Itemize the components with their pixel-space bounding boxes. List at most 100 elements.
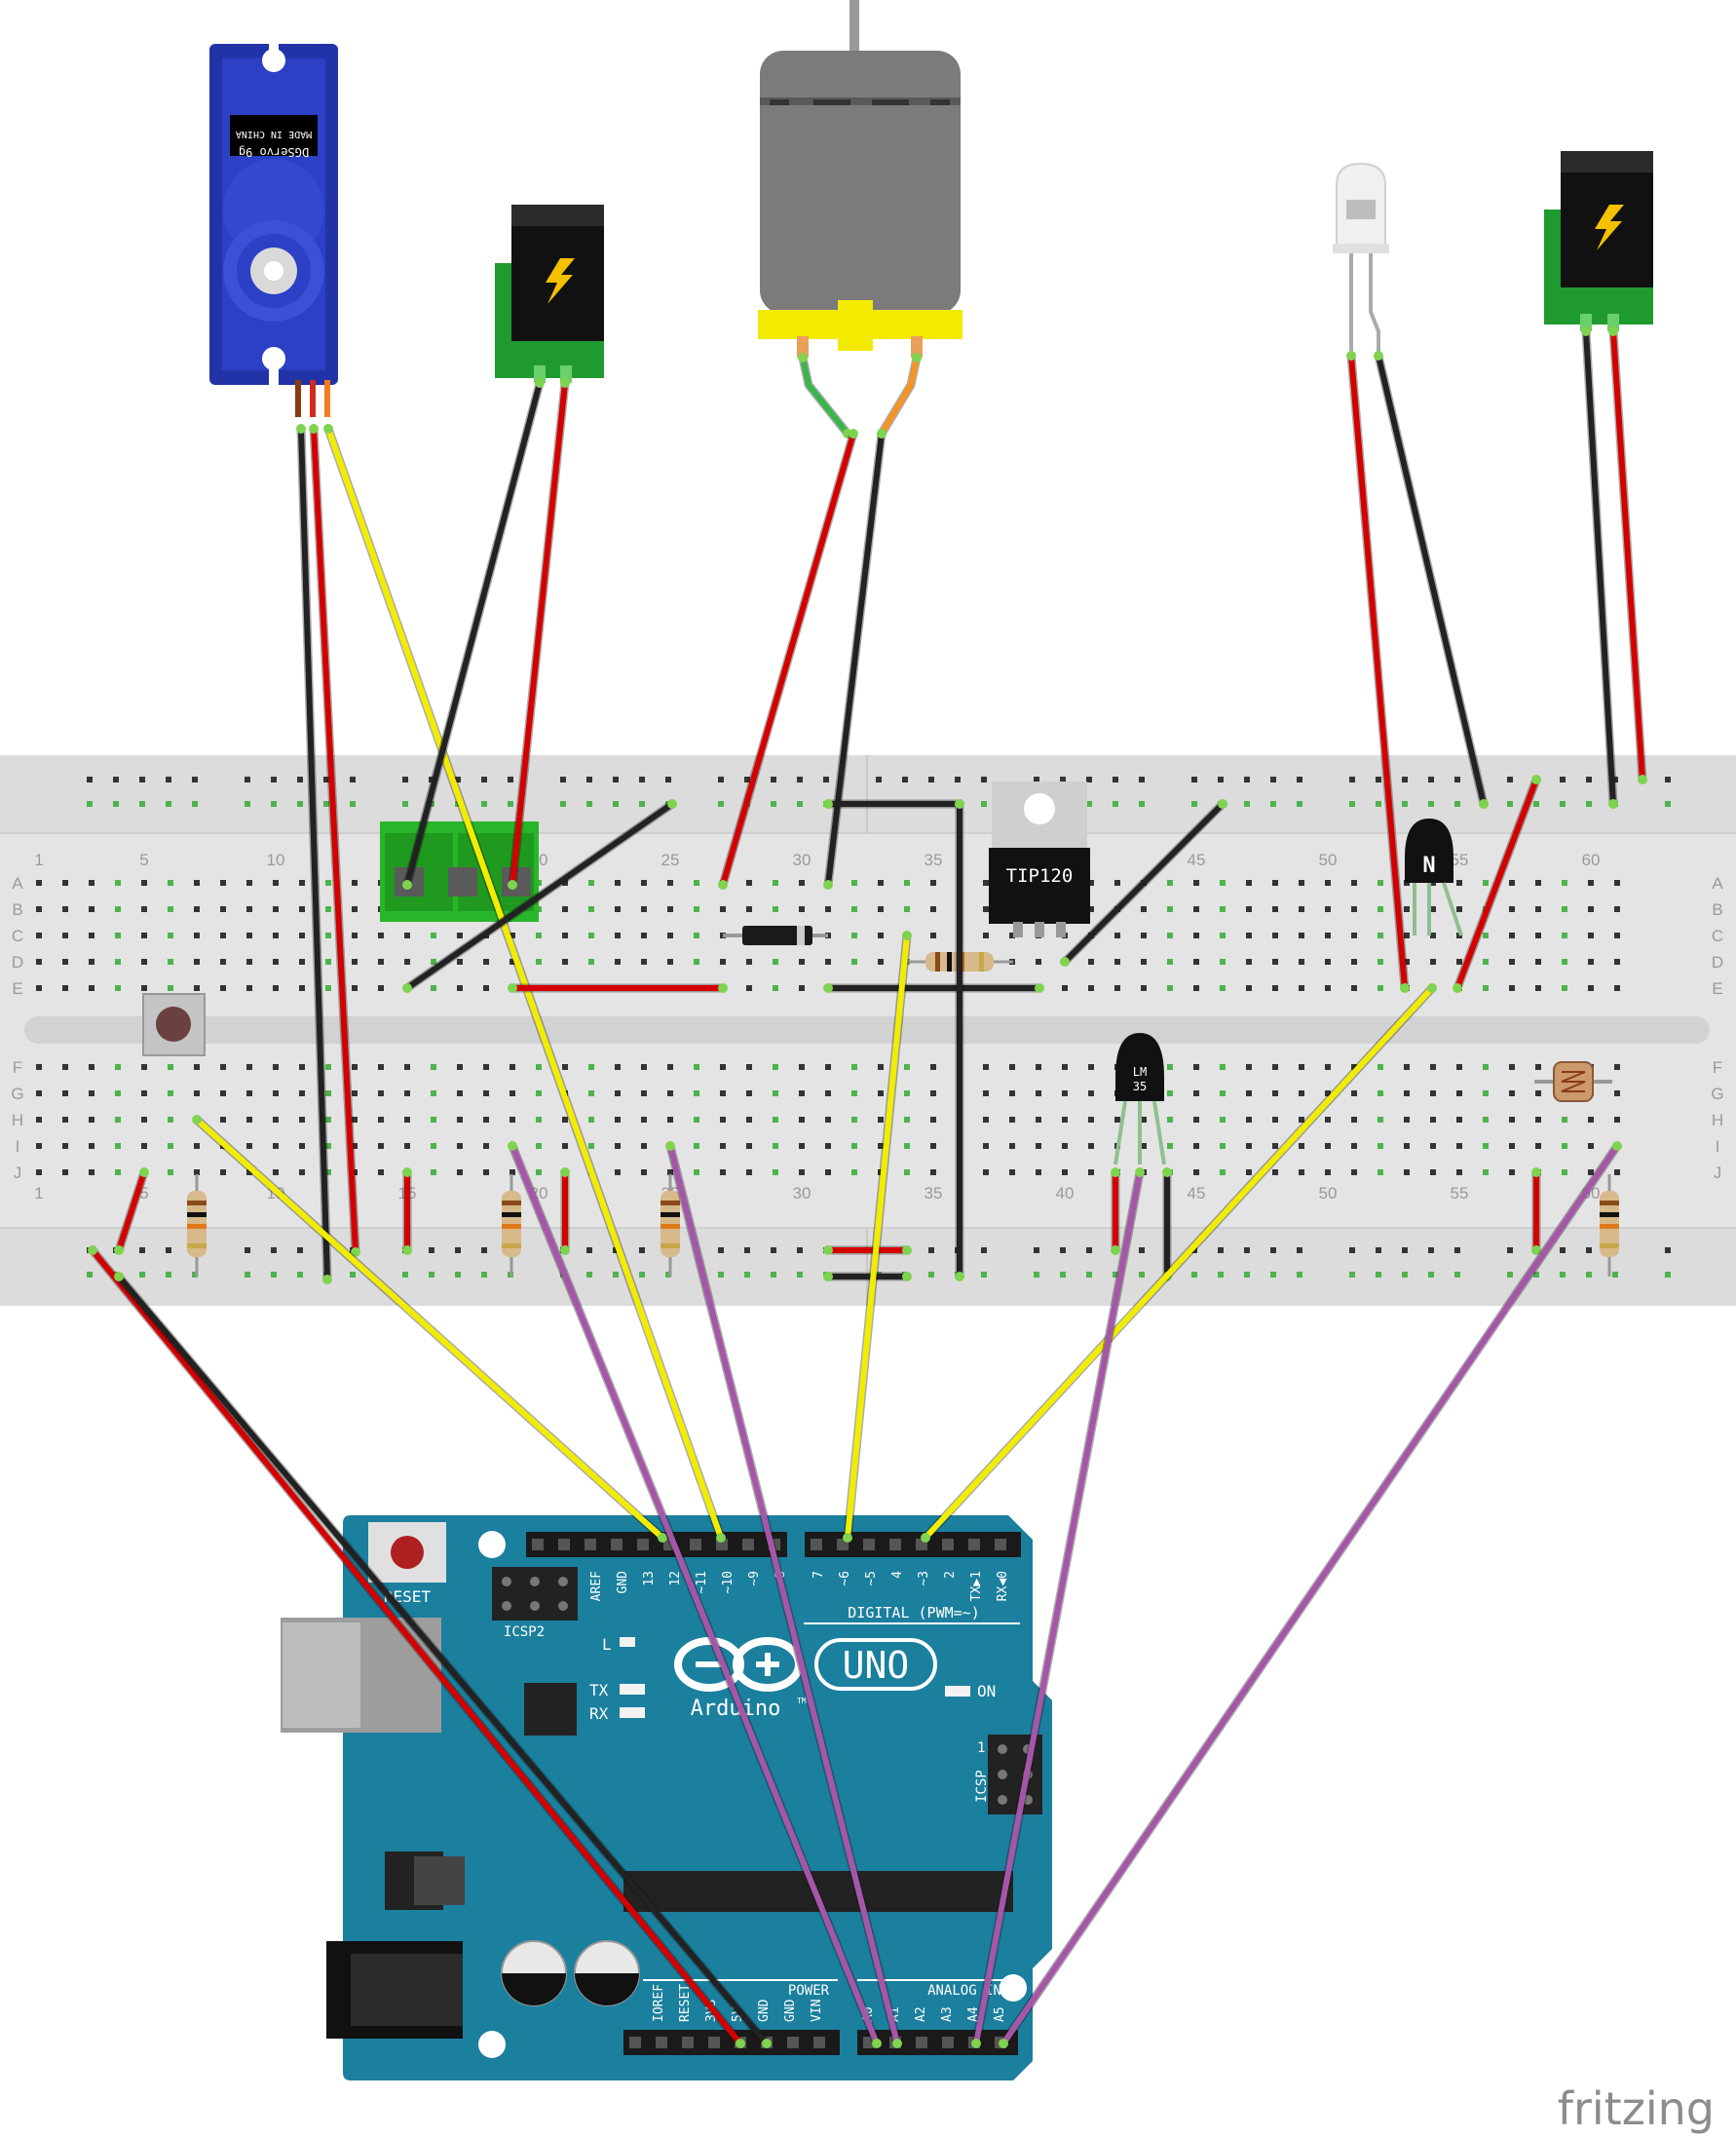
- breadboard-hole[interactable]: [1483, 1169, 1489, 1175]
- breadboard-hole[interactable]: [983, 906, 989, 912]
- wire-endpoint[interactable]: [114, 1272, 124, 1281]
- breadboard-hole[interactable]: [1299, 959, 1304, 965]
- breadboard-hole[interactable]: [1377, 985, 1383, 991]
- breadboard-hole[interactable]: [1404, 1064, 1410, 1070]
- wire-endpoint[interactable]: [902, 931, 912, 940]
- breadboard-hole[interactable]: [89, 1117, 94, 1123]
- breadboard-hole[interactable]: [1167, 1090, 1173, 1096]
- breadboard-hole[interactable]: [1430, 1064, 1436, 1070]
- breadboard-hole[interactable]: [89, 1090, 94, 1096]
- breadboard-hole[interactable]: [89, 959, 94, 965]
- wire-red[interactable]: [1610, 328, 1645, 782]
- breadboard-hole[interactable]: [1586, 801, 1592, 807]
- wire-endpoint[interactable]: [798, 353, 808, 363]
- breadboard-hole[interactable]: [1246, 1064, 1252, 1070]
- breadboard-hole[interactable]: [1402, 801, 1408, 807]
- breadboard-hole[interactable]: [1167, 1064, 1173, 1070]
- breadboard-hole[interactable]: [878, 1117, 884, 1123]
- breadboard-hole[interactable]: [904, 1143, 910, 1149]
- breadboard-hole[interactable]: [141, 1117, 147, 1123]
- breadboard-hole[interactable]: [718, 1247, 724, 1253]
- breadboard-hole[interactable]: [562, 1143, 568, 1149]
- breadboard-hole[interactable]: [220, 1064, 226, 1070]
- wire-endpoint[interactable]: [872, 2039, 882, 2048]
- wire-endpoint[interactable]: [1608, 326, 1618, 336]
- breadboard-hole[interactable]: [613, 777, 619, 782]
- wire-endpoint[interactable]: [1400, 983, 1410, 993]
- breadboard-hole[interactable]: [192, 801, 198, 807]
- breadboard-hole[interactable]: [667, 880, 673, 886]
- breadboard-hole[interactable]: [1402, 777, 1408, 782]
- breadboard-hole[interactable]: [1088, 1143, 1094, 1149]
- breadboard-hole[interactable]: [851, 933, 857, 938]
- breadboard-hole[interactable]: [1430, 1169, 1436, 1175]
- wire-endpoint[interactable]: [718, 880, 728, 890]
- breadboard-hole[interactable]: [323, 777, 329, 782]
- breadboard-hole[interactable]: [1377, 1090, 1383, 1096]
- breadboard-hole[interactable]: [588, 1090, 594, 1096]
- wire-endpoint[interactable]: [508, 983, 517, 993]
- wire-endpoint[interactable]: [1612, 1141, 1622, 1151]
- breadboard-hole[interactable]: [115, 906, 121, 912]
- breadboard-hole[interactable]: [89, 906, 94, 912]
- breadboard-hole[interactable]: [1297, 777, 1302, 782]
- breadboard-hole[interactable]: [1454, 1272, 1460, 1278]
- breadboard-hole[interactable]: [1456, 906, 1462, 912]
- breadboard-hole[interactable]: [930, 1064, 936, 1070]
- breadboard-hole[interactable]: [1404, 959, 1410, 965]
- breadboard-hole[interactable]: [457, 1064, 463, 1070]
- breadboard-hole[interactable]: [220, 933, 226, 938]
- breadboard-hole[interactable]: [325, 1169, 331, 1175]
- breadboard-hole[interactable]: [1535, 985, 1541, 991]
- breadboard-hole[interactable]: [141, 906, 147, 912]
- breadboard-hole[interactable]: [1586, 1247, 1592, 1253]
- breadboard-hole[interactable]: [1246, 1117, 1252, 1123]
- breadboard-hole[interactable]: [1113, 801, 1118, 807]
- breadboard-hole[interactable]: [1588, 959, 1594, 965]
- breadboard-hole[interactable]: [352, 1143, 358, 1149]
- breadboard-hole[interactable]: [89, 1169, 94, 1175]
- breadboard-hole[interactable]: [220, 1169, 226, 1175]
- breadboard-hole[interactable]: [273, 1169, 279, 1175]
- wire-yellow[interactable]: [325, 426, 724, 1541]
- breadboard-hole[interactable]: [1404, 1117, 1410, 1123]
- breadboard-hole[interactable]: [720, 959, 726, 965]
- breadboard-hole[interactable]: [1062, 1117, 1068, 1123]
- breadboard-hole[interactable]: [168, 906, 173, 912]
- breadboard-hole[interactable]: [1509, 959, 1515, 965]
- breadboard-hole[interactable]: [746, 1143, 752, 1149]
- header-pin[interactable]: [611, 1539, 623, 1550]
- breadboard-hole[interactable]: [1036, 1090, 1041, 1096]
- breadboard-hole[interactable]: [876, 777, 882, 782]
- breadboard-hole[interactable]: [667, 1090, 673, 1096]
- breadboard-hole[interactable]: [1218, 1247, 1224, 1253]
- wire-endpoint[interactable]: [560, 378, 570, 388]
- breadboard-hole[interactable]: [402, 777, 408, 782]
- breadboard-hole[interactable]: [457, 985, 463, 991]
- breadboard-hole[interactable]: [1560, 1272, 1566, 1278]
- breadboard-hole[interactable]: [352, 906, 358, 912]
- wire-black[interactable]: [404, 380, 543, 888]
- breadboard-hole[interactable]: [694, 1143, 699, 1149]
- wire-endpoint[interactable]: [718, 983, 728, 993]
- breadboard-hole[interactable]: [1351, 880, 1357, 886]
- breadboard-hole[interactable]: [1376, 1247, 1381, 1253]
- wire-endpoint[interactable]: [1453, 983, 1462, 993]
- breadboard-hole[interactable]: [930, 933, 936, 938]
- header-pin[interactable]: [942, 2037, 954, 2048]
- breadboard-hole[interactable]: [797, 1272, 803, 1278]
- breadboard-hole[interactable]: [115, 933, 121, 938]
- breadboard-hole[interactable]: [851, 1090, 857, 1096]
- breadboard-hole[interactable]: [89, 1064, 94, 1070]
- wire-endpoint[interactable]: [921, 1533, 930, 1543]
- breadboard-hole[interactable]: [1377, 1117, 1383, 1123]
- breadboard-hole[interactable]: [1507, 801, 1513, 807]
- breadboard-hole[interactable]: [613, 801, 619, 807]
- wire-endpoint[interactable]: [736, 2039, 745, 2048]
- breadboard-hole[interactable]: [1562, 1143, 1567, 1149]
- breadboard-hole[interactable]: [586, 801, 592, 807]
- breadboard-hole[interactable]: [36, 906, 42, 912]
- breadboard-hole[interactable]: [983, 1169, 989, 1175]
- breadboard-hole[interactable]: [639, 1247, 645, 1253]
- breadboard-hole[interactable]: [431, 933, 436, 938]
